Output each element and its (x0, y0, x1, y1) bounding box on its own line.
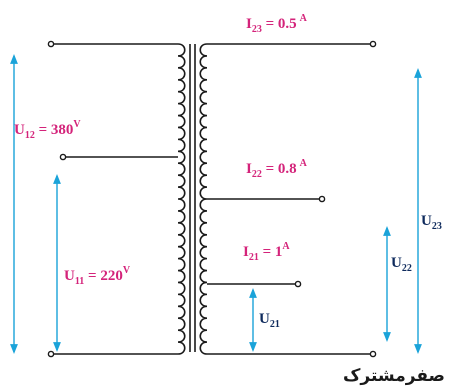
secondary-winding (199, 43, 208, 355)
u23-label: U23 (421, 213, 442, 232)
secondary-top-terminal (369, 40, 377, 48)
i21-label: I21 = 1A (243, 241, 290, 263)
i21-main: I (243, 244, 249, 260)
u11-sub: 11 (75, 276, 84, 287)
u11-main: U (64, 268, 75, 284)
i22-sub: 22 (252, 169, 262, 180)
primary-bottom-terminal (47, 350, 55, 358)
u11-label: U11 = 220V (64, 265, 131, 287)
i21-sub: 21 (249, 252, 259, 263)
primary-winding (177, 43, 186, 355)
i22-eq: = 0.8 (262, 161, 297, 177)
i23-main: I (246, 16, 252, 32)
i23-unit: A (300, 13, 308, 24)
i22-main: I (246, 161, 252, 177)
u11-eq: = 220 (84, 268, 123, 284)
u22-sub: 22 (402, 263, 412, 274)
secondary-bottom-terminal (369, 350, 377, 358)
u23-main: U (421, 213, 432, 229)
common-zero-label: صفرمشترک (343, 366, 445, 386)
u12-main: U (14, 122, 25, 138)
u11-unit: V (123, 265, 131, 276)
i21-unit: A (282, 241, 290, 252)
u21-sub: 21 (270, 319, 280, 330)
i22-unit: A (300, 158, 308, 169)
primary-tap-terminal (59, 153, 67, 161)
i23-sub: 23 (252, 24, 262, 35)
u12-eq: = 380 (35, 122, 74, 138)
u22-label: U22 (391, 255, 412, 274)
i23-eq: = 0.5 (262, 16, 297, 32)
u12-sub: 12 (25, 130, 35, 141)
u23-sub: 23 (432, 221, 442, 232)
u21-main: U (259, 311, 270, 327)
secondary-tap2-terminal (318, 195, 326, 203)
u12-unit: V (73, 119, 81, 130)
i21-eq: = 1 (259, 244, 283, 260)
secondary-tap1-terminal (294, 280, 302, 288)
u21-label: U21 (259, 311, 280, 330)
primary-top-terminal (47, 40, 55, 48)
u12-label: U12 = 380V (14, 119, 81, 141)
u22-main: U (391, 255, 402, 271)
